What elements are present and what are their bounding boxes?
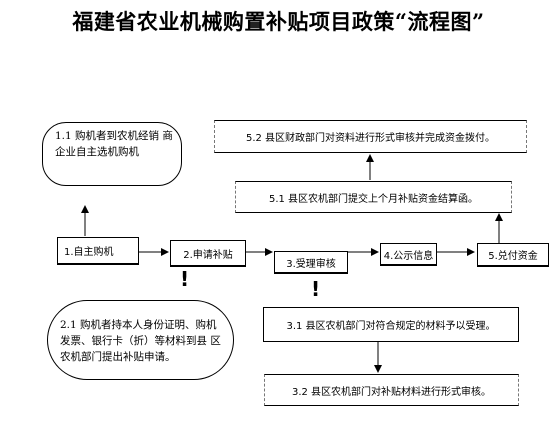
page-title: 福建省农业机械购置补贴项目政策“流程图” xyxy=(72,9,485,34)
step-1-label: 1.自主购机 xyxy=(64,247,114,258)
step-4-publicity: 4.公示信息 xyxy=(380,243,437,266)
step-5-payment: 5.兑付资金 xyxy=(477,243,549,267)
node-5-1-text: 5.1 县区农机部门提交上个月补贴资金结算函。 xyxy=(268,193,479,205)
step-2-apply-subsidy: 2.申请补贴 xyxy=(170,240,246,267)
node-3-2: 3.2 县区农机部门对补贴材料进行形式审核。 xyxy=(264,374,519,406)
node-5-2: 5.2 县区财政部门对资料进行形式审核并完成资金拨付。 xyxy=(214,120,527,153)
step-4-label: 4.公示信息 xyxy=(383,250,434,262)
node-1-1: 1.1 购机者到农机经销 商企业自主选机购机 xyxy=(42,122,182,186)
exclamation-mark-b: ! xyxy=(311,277,321,301)
step-3-label: 3.受理审核 xyxy=(286,258,336,270)
node-5-2-text: 5.2 县区财政部门对资料进行形式审核并完成资金拨付。 xyxy=(245,133,496,144)
step-2-label: 2.申请补贴 xyxy=(183,249,233,261)
node-2-1: 2.1 购机者持本人身份证明、购机发票、银行卡（折）等材料到县 区农机部门提出补… xyxy=(47,300,234,380)
step-3-review: 3.受理审核 xyxy=(274,251,348,274)
node-3-1-text: 3.1 县区农机部门对符合规定的材料予以受理。 xyxy=(286,321,496,332)
node-2-1-text: 2.1 购机者持本人身份证明、购机发票、银行卡（折）等材料到县 区农机部门提出补… xyxy=(60,319,221,363)
node-3-2-text: 3.2 县区农机部门对补贴材料进行形式审核。 xyxy=(291,386,492,398)
node-3-1: 3.1 县区农机部门对符合规定的材料予以受理。 xyxy=(263,307,519,342)
step-5-label: 5.兑付资金 xyxy=(488,251,538,262)
exclamation-mark-a: ! xyxy=(180,267,190,291)
node-1-1-text: 1.1 购机者到农机经销 商企业自主选机购机 xyxy=(55,130,173,158)
node-5-1: 5.1 县区农机部门提交上个月补贴资金结算函。 xyxy=(235,181,512,213)
step-1-self-purchase: 1.自主购机 xyxy=(57,237,139,265)
